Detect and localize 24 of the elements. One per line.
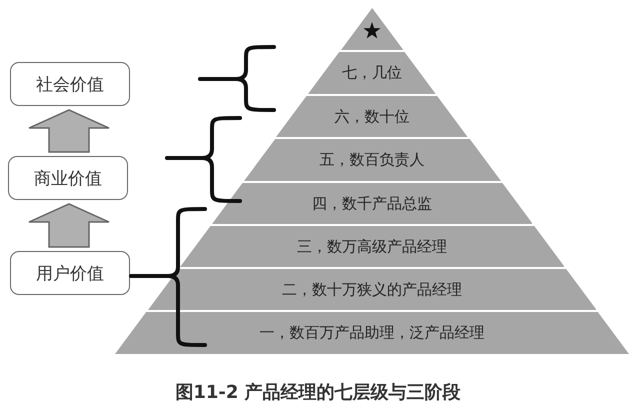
value-box [8,156,128,200]
value-box [10,251,130,295]
pyramid-level [308,52,436,94]
pyramid-level [212,183,532,224]
pyramid-level [115,312,629,354]
level-label: 三，数万高级产品经理 [296,237,448,256]
value-label: 社会价值 [36,74,104,96]
pyramid-tip [340,8,404,50]
pyramid-level [244,139,500,181]
pyramid-level [276,96,468,137]
level-label: 六，数十位 [333,107,410,126]
value-box [10,62,130,106]
level-label: 四，数千产品总监 [310,194,433,213]
value-label: 用户价值 [36,262,104,284]
level-label: 七，几位 [340,64,403,82]
figure-caption: 图11-2 产品经理的七层级与三阶段 [175,381,461,404]
pyramid-level [148,269,596,310]
level-label: 一，数百万产品助理，泛产品经理 [258,324,486,342]
block-arrow [28,203,110,248]
pyramid-level [180,226,564,267]
block-arrow [28,109,110,153]
level-label: 五，数百负责人 [318,150,426,170]
value-label: 商业价值 [34,168,102,190]
level-label: 二，数十万狭义的产品经理 [280,280,463,299]
